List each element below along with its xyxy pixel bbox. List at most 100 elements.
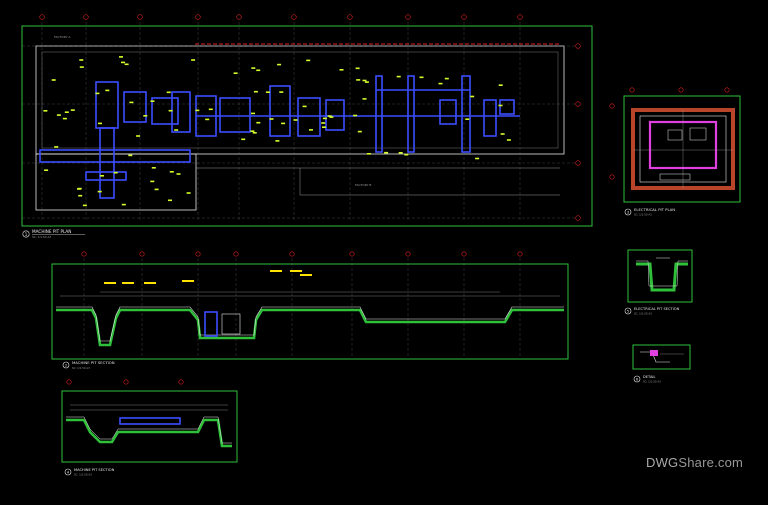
grid-bubble [575,215,581,221]
equipment-tag [470,95,475,98]
equipment-block [171,91,191,133]
detail-panel: 6 DETAIL SC: 1/1:50 A3 [632,344,691,384]
equipment-tag [241,138,246,141]
factory-label: FACTORY B [355,183,371,187]
plan-title: ELECTRICAL PIT PLAN [634,207,675,212]
equipment-tag [168,199,172,202]
grid-bubble [291,14,297,20]
equipment-block [85,171,127,181]
equipment-block [483,99,497,137]
equipment-tag [186,192,191,194]
watermark-logo: DWGShare.com [646,455,744,470]
equipment-tag [384,151,389,154]
equipment-tag [44,169,49,171]
equipment-tag [82,204,87,207]
equipment-tag [51,79,56,81]
grid-bubble [195,251,201,257]
grid-bubble [139,251,145,257]
equipment-tag [366,153,371,155]
equipment-tag [124,63,129,66]
grid-bubble [195,14,201,20]
grid-bubble [349,251,355,257]
equipment-tag [78,194,83,197]
equipment-tag [121,61,125,64]
grid-bubble [461,14,467,20]
equipment-tag [195,109,200,112]
equipment-tag [327,115,332,117]
equipment-tag [250,130,255,132]
equipment-tag [154,188,159,191]
equipment-tag [321,122,326,124]
factory-label: FACTORY A [54,35,71,39]
equipment-tag [62,117,67,120]
grid-bubble [517,14,523,20]
equipment-tag [97,190,102,193]
equipment-tag [95,92,100,95]
equipment-tag [419,76,424,79]
equipment-tag [256,121,261,124]
scale-note: SC: 1/1:50 A3 [72,366,90,370]
grid-bubble [236,14,242,20]
equipment-tag [279,91,284,93]
equipment-tag [252,132,257,134]
equipment-tag [339,69,344,71]
level-tag [144,282,156,284]
level-tag [290,270,302,272]
equipment-tag [191,59,196,61]
equipment-tag [404,153,409,156]
equipment-tag [355,67,360,70]
equipment-tag [444,77,449,80]
equipment-tag [253,90,258,93]
grid-bubble [575,160,581,166]
equipment-tag [251,67,256,69]
equipment-tag [119,56,123,58]
equipment-tag [322,117,327,120]
equipment-tag [357,130,362,133]
equipment-block [219,97,251,133]
level-tag [122,282,134,284]
machine-pit-section-2: 4 MACHINE PIT SECTION SC: 1/1:50 A3 [61,379,238,477]
equipment-block [461,75,471,153]
equipment-tag [438,82,443,85]
scale-note: SC: 1/1:50 A3 [634,312,652,316]
equipment-tag [166,91,171,94]
plan-number: 6 [636,378,639,382]
equipment-tag [79,66,84,68]
level-tag [270,270,282,272]
plan-number: 3 [627,211,629,215]
equipment-tag [54,146,59,148]
equipment-tag [70,109,75,111]
equipment-tag [174,129,179,131]
equipment-tag [176,173,181,175]
equipment-tag [506,139,511,141]
equipment-tag [128,154,133,157]
equipment-tag [100,175,104,177]
equipment-tag [309,129,313,131]
equipment-block [439,99,457,125]
equipment-block [375,75,383,153]
plan-title: MACHINE PIT SECTION [72,360,115,365]
grid-bubble [405,251,411,257]
electrical-pit-section: 5 ELECTRICAL PIT SECTION SC: 1/1:50 A3 [624,249,693,316]
grid-bubble [81,251,87,257]
equipment-tag [105,89,110,92]
equipment-tag [353,114,358,117]
equipment-tag [121,203,126,206]
equipment-block [123,91,147,123]
plan-number: 1 [25,232,28,237]
equipment-tag [150,100,155,102]
plan-title: MACHINE PIT SECTION [74,468,115,472]
equipment-tag [275,140,280,142]
equipment-tag [265,91,270,93]
scale-note: SC: 1/1:50 A3 [74,473,92,477]
equipment-block [499,99,515,115]
grid-bubble [517,251,523,257]
equipment-tag [500,133,505,135]
equipment-tag [233,72,238,74]
grid-bubble [461,251,467,257]
plan-title: DETAIL [643,375,655,379]
plan-number: 4 [67,471,70,475]
equipment-tag [56,114,61,116]
